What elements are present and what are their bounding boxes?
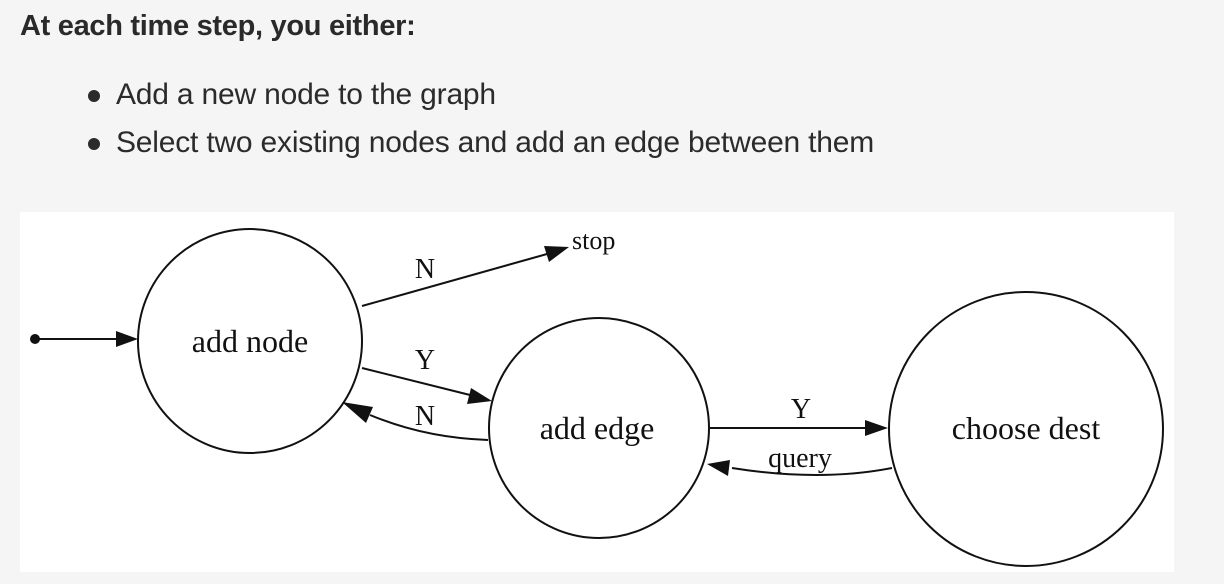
bullet-text: Select two existing nodes and add an edg… xyxy=(116,126,875,159)
edge-label-choose-dest-to-add-edge: query xyxy=(768,443,832,474)
edge-add-edge-to-add-node xyxy=(369,414,489,441)
node-choose-dest-label: choose dest xyxy=(952,410,1101,446)
bullet-text: Add a new node to the graph xyxy=(116,78,496,111)
edge-add-node-to-stop-arrowhead-icon xyxy=(544,246,569,262)
bullet-item-add-edge: Select two existing nodes and add an edg… xyxy=(87,122,874,170)
bullet-list: Add a new node to the graph Select two e… xyxy=(87,74,874,170)
node-add-node-label: add node xyxy=(192,323,308,359)
entry-arrowhead-icon xyxy=(116,331,138,347)
edge-label-add-edge-to-add-node: N xyxy=(415,401,435,432)
edge-label-add-node-to-add-edge: Y xyxy=(415,345,435,376)
bullet-dot-icon xyxy=(88,90,100,102)
edge-label-add-node-to-stop: N xyxy=(415,254,435,285)
node-add-edge-label: add edge xyxy=(540,410,655,446)
node-add-node xyxy=(137,228,363,454)
edge-choose-dest-to-add-edge-arrowhead-icon xyxy=(707,460,730,476)
node-add-edge xyxy=(488,317,710,539)
edge-choose-dest-to-add-edge xyxy=(731,467,893,476)
edge-label-add-edge-to-choose-dest: Y xyxy=(791,394,811,425)
edge-add-edge-to-add-node-arrowhead-icon xyxy=(342,402,373,423)
bullet-dot-icon xyxy=(88,138,100,150)
state-diagram: add node N stop Y N add edge Y query cho… xyxy=(20,212,1174,572)
edge-add-node-to-stop xyxy=(361,253,548,307)
state-diagram-svg: add node N stop Y N add edge Y query cho… xyxy=(30,226,1164,567)
edge-add-node-to-add-edge xyxy=(361,367,471,396)
edge-add-edge-to-choose-dest-arrowhead-icon xyxy=(865,420,888,436)
bullet-item-add-node: Add a new node to the graph xyxy=(87,74,874,122)
node-choose-dest xyxy=(888,291,1164,567)
edge-add-node-to-add-edge-arrowhead-icon xyxy=(467,388,492,404)
node-stop-label: stop xyxy=(572,226,615,255)
section-heading: At each time step, you either: xyxy=(20,10,416,42)
